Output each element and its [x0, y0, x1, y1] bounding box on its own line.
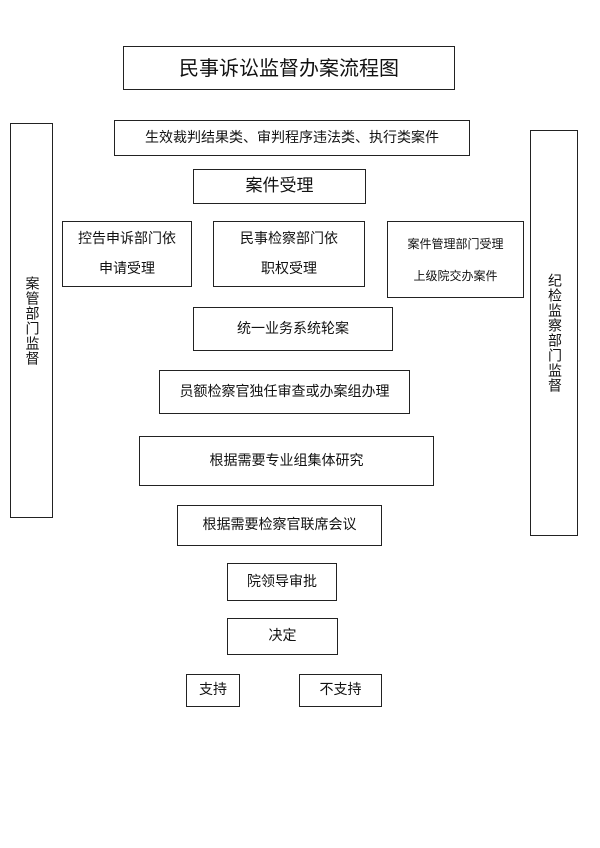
case-mgmt-dept-line2: 上级院交办案件: [413, 268, 498, 283]
case-mgmt-supervision-panel: 案管部门监督: [10, 123, 53, 518]
civil-dept-line2: 职权受理: [261, 261, 317, 277]
not-support-box: 不支持: [299, 674, 382, 707]
discipline-supervision-panel: 纪检监察部门监督: [530, 130, 578, 536]
prosecutor-handle-box: 员额检察官独任审查或办案组办理: [159, 370, 410, 414]
case-acceptance-box: 案件受理: [193, 169, 366, 204]
civil-dept-line1: 民事检察部门依: [240, 231, 338, 247]
decision-box: 决定: [227, 618, 338, 655]
group-study-box: 根据需要专业组集体研究: [139, 436, 434, 486]
leader-approval-box: 院领导审批: [227, 563, 337, 601]
complaint-dept-box: 控告申诉部门依 申请受理: [62, 221, 192, 287]
case-mgmt-supervision-label: 案管部门监督: [23, 275, 40, 366]
case-mgmt-dept-box: 案件管理部门受理 上级院交办案件: [387, 221, 524, 298]
complaint-dept-line2: 申请受理: [99, 261, 155, 277]
case-mgmt-dept-line1: 案件管理部门受理: [407, 236, 504, 251]
civil-dept-box: 民事检察部门依 职权受理: [213, 221, 365, 287]
rotation-box: 统一业务系统轮案: [193, 307, 393, 351]
case-types-box: 生效裁判结果类、审判程序违法类、执行类案件: [114, 120, 470, 156]
joint-meeting-box: 根据需要检察官联席会议: [177, 505, 382, 546]
complaint-dept-line1: 控告申诉部门依: [78, 231, 176, 247]
support-box: 支持: [186, 674, 240, 707]
page-title: 民事诉讼监督办案流程图: [123, 46, 455, 90]
discipline-supervision-label: 纪检监察部门监督: [546, 273, 562, 393]
